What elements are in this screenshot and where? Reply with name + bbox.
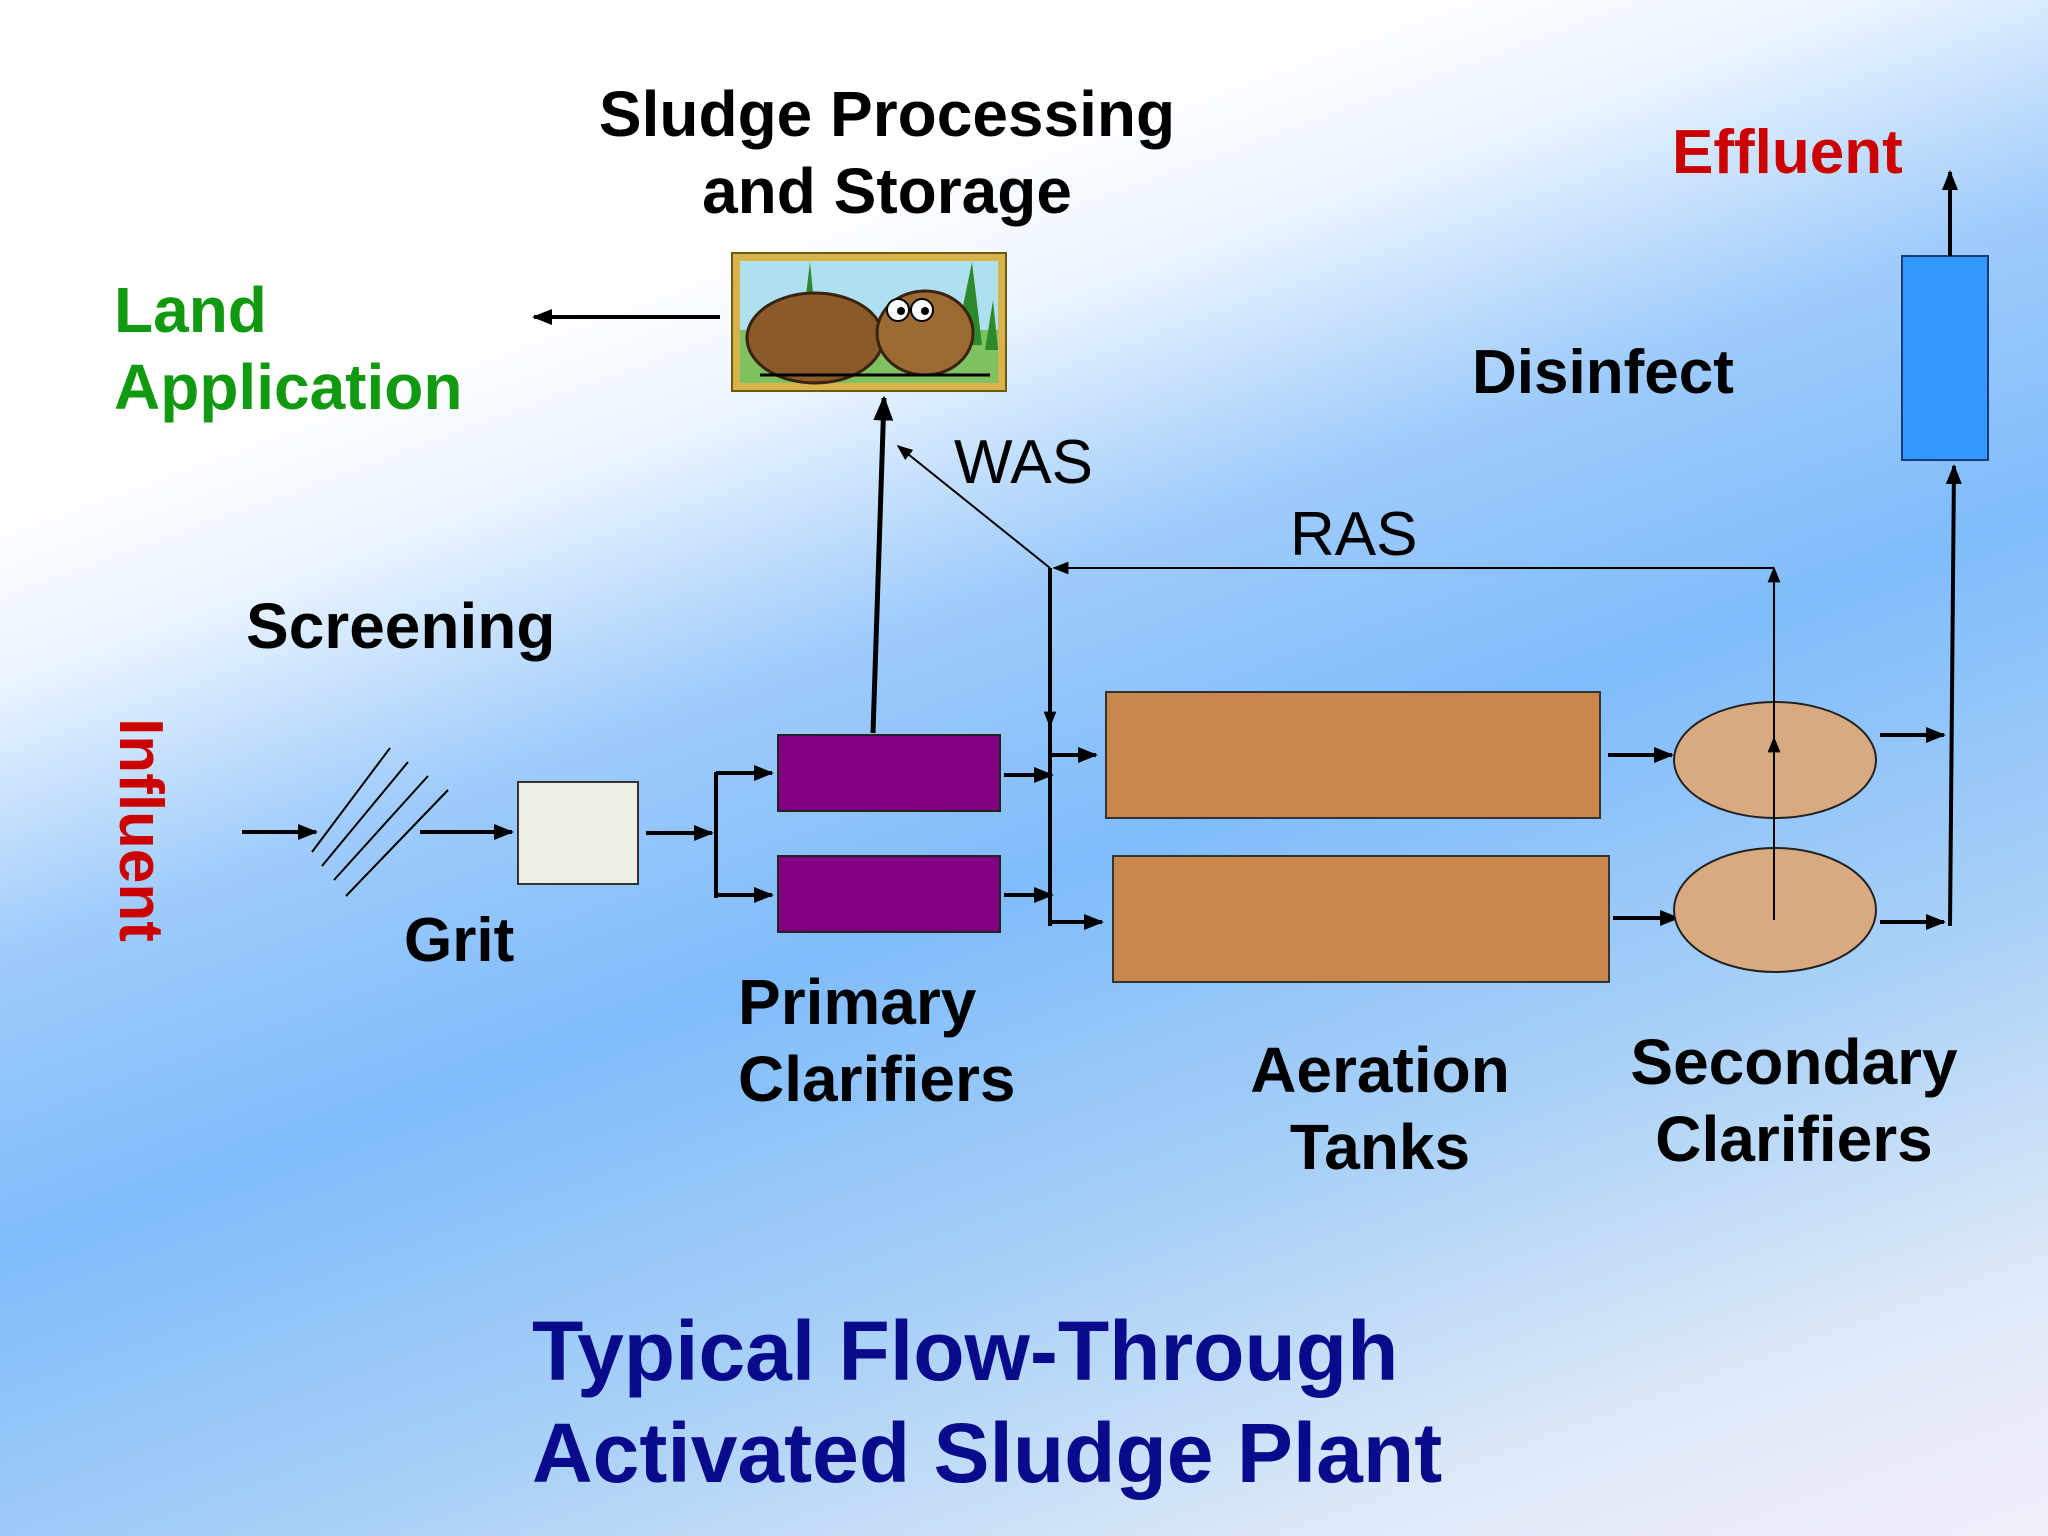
sludge-picture [731,252,1007,392]
diagram-title: Typical Flow-Through Activated Sludge Pl… [532,1300,1442,1505]
primary-label-line2: Clarifiers [738,1042,1016,1115]
screening-label: Screening [246,590,556,662]
disinfect-feed-arrow [1945,464,1962,927]
sludge-processing-label: Sludge Processing and Storage [580,76,1194,230]
aeration-tanks-label: Aeration Tanks [1220,1032,1540,1186]
screening-bars [311,747,449,897]
land-label-line1: Land [114,274,267,346]
influent-label: Influent [106,718,176,942]
sludge-processing-line1: Sludge Processing [598,78,1176,150]
primary-clarifier-bottom [777,855,1001,933]
secondary-label-line2: Clarifiers [1655,1102,1933,1175]
disinfect-label: Disinfect [1472,338,1734,407]
ras-label: RAS [1290,500,1418,569]
land-label-line2: Application [114,350,463,423]
grit-chamber [517,781,639,885]
disinfection-unit [1901,255,1989,461]
primary-clarifiers-label: Primary Clarifiers [738,964,1015,1118]
aeration-label-line1: Aeration [1250,1034,1510,1106]
secondary-label-line1: Secondary [1630,1026,1958,1098]
was-arrow [896,444,1051,569]
aeration-tank-bottom [1112,855,1610,983]
sludge-processing-line2: and Storage [702,154,1072,227]
aeration-label-line2: Tanks [1289,1110,1471,1183]
primary-clarifier-top [777,734,1001,812]
primary-sludge-arrow [870,395,894,734]
effluent-label: Effluent [1672,118,1903,187]
land-application-label: Land Application [114,272,462,426]
title-line1: Typical Flow-Through [532,1304,1399,1398]
was-label: WAS [954,428,1093,497]
primary-label-line1: Primary [738,966,977,1038]
aeration-tank-top [1105,691,1601,819]
secondary-clarifiers-label: Secondary Clarifiers [1614,1024,1974,1178]
title-line2: Activated Sludge Plant [532,1406,1443,1501]
grit-label: Grit [404,906,515,975]
